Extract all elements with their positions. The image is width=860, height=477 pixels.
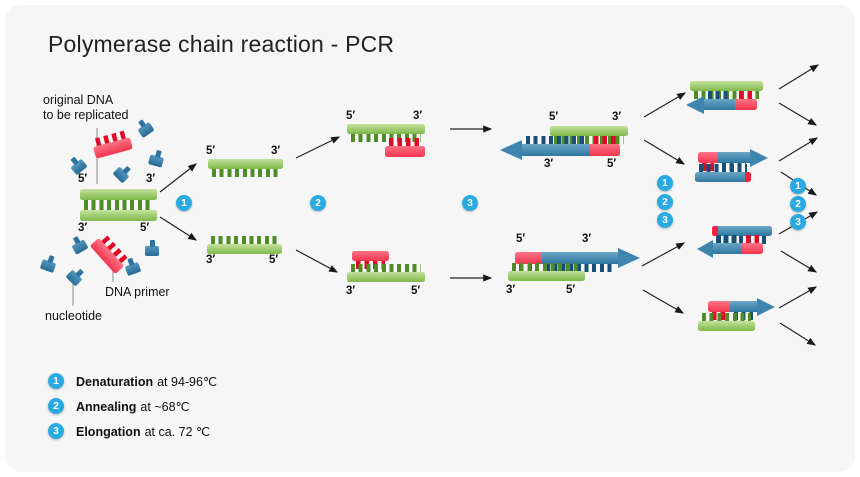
- original-dna-label: original DNA to be replicated: [43, 93, 129, 122]
- nucleotide-icon: [145, 240, 159, 256]
- step-marker-1: 1: [176, 195, 192, 211]
- prime-label: 5′: [516, 233, 526, 245]
- prime-label: 3′: [346, 285, 356, 297]
- prime-label: 3′: [612, 111, 622, 123]
- legend-step-detail: at ~68℃: [140, 399, 190, 414]
- flow-arrow: [295, 136, 341, 159]
- annealing-bottom-template: [347, 264, 425, 282]
- original-dna-top-strand: [80, 189, 157, 208]
- product-d-template: [698, 313, 755, 331]
- prime-label: 3′: [582, 233, 592, 245]
- flow-arrow: [778, 64, 820, 90]
- prime-label: 5′: [549, 111, 559, 123]
- prime-label: 5′: [607, 158, 617, 170]
- original-dna-bottom-strand: [80, 202, 157, 221]
- product-c-template: [712, 226, 772, 244]
- prime-label: 3′: [506, 284, 516, 296]
- prime-label: 5′: [206, 145, 216, 157]
- annealed-primer: [352, 251, 389, 269]
- prime-label: 3′: [206, 254, 216, 266]
- step-marker-2: 2: [790, 196, 806, 212]
- arrowhead-right-icon: [750, 149, 768, 167]
- legend-step-name: Annealing: [76, 399, 137, 414]
- arrowhead-left-icon: [686, 96, 704, 114]
- prime-label: 3′: [544, 158, 554, 170]
- arrowhead-right-icon: [757, 298, 775, 316]
- annealing-top-template: [347, 124, 425, 142]
- step-marker-1: 1: [48, 373, 64, 389]
- step-marker-1: 1: [790, 178, 806, 194]
- step-marker-3: 3: [462, 195, 478, 211]
- step-marker-2: 2: [657, 194, 673, 210]
- flow-arrow: [643, 92, 687, 118]
- page-title: Polymerase chain reaction - PCR: [48, 31, 395, 57]
- legend-step-name: Elongation: [76, 424, 141, 439]
- elongation-bottom-template: [508, 263, 585, 281]
- denatured-top-strand: [208, 159, 283, 177]
- dna-primer-label: DNA primer: [105, 285, 170, 299]
- step-marker-2: 2: [48, 398, 64, 414]
- arrowhead-left-icon: [697, 240, 713, 258]
- legend-step-name: Denaturation: [76, 374, 154, 389]
- arrowhead-right-icon: [618, 248, 640, 268]
- prime-label: 3′: [78, 222, 88, 234]
- prime-label: 5′: [411, 285, 421, 297]
- prime-label: 5′: [78, 173, 88, 185]
- prime-label: 3′: [146, 173, 156, 185]
- flow-arrow: [780, 250, 818, 273]
- flow-arrow: [778, 286, 818, 309]
- flow-arrow: [642, 289, 685, 314]
- step-marker-3: 3: [657, 212, 673, 228]
- flow-arrow: [778, 102, 818, 126]
- flow-arrow: [295, 249, 339, 273]
- prime-label: 3′: [271, 145, 281, 157]
- flow-arrow: [641, 242, 686, 267]
- nucleotide-label: nucleotide: [45, 309, 102, 323]
- denatured-bottom-strand: [207, 236, 282, 254]
- prime-label: 5′: [566, 284, 576, 296]
- arrowhead-left-icon: [500, 140, 522, 160]
- flow-arrow: [643, 139, 686, 165]
- prime-label: 5′: [269, 254, 279, 266]
- step-marker-3: 3: [790, 214, 806, 230]
- legend-step-detail: at ca. 72 ℃: [144, 424, 211, 439]
- flow-arrow: [778, 137, 819, 162]
- flow-arrow: [159, 216, 198, 241]
- legend-step-detail: at 94-96℃: [157, 374, 217, 389]
- prime-label: 3′: [413, 110, 423, 122]
- product-a-template: [690, 81, 763, 99]
- step-marker-2: 2: [310, 195, 326, 211]
- flow-arrow: [159, 163, 197, 193]
- prime-label: 5′: [140, 222, 150, 234]
- elongation-top-template: [550, 126, 628, 144]
- product-b-template: [695, 164, 751, 182]
- annealed-primer: [385, 138, 425, 157]
- step-marker-3: 3: [48, 423, 64, 439]
- step-marker-1: 1: [657, 175, 673, 191]
- flow-arrow: [779, 322, 817, 346]
- prime-label: 5′: [346, 110, 356, 122]
